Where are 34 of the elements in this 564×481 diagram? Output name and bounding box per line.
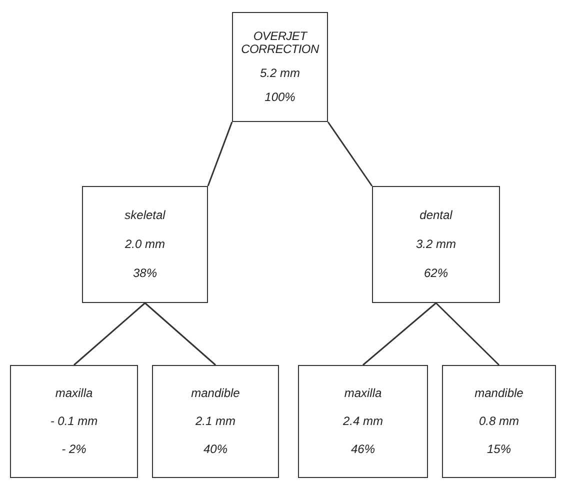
box-value: 2.1 mm [195, 414, 236, 428]
box-value: 0.8 mm [478, 414, 519, 428]
box-heading: mandible [191, 386, 240, 400]
connector-line [144, 302, 216, 366]
connector-line [207, 122, 233, 186]
box-value: 62% [424, 266, 448, 280]
box-heading: maxilla [55, 386, 93, 400]
process-box [152, 365, 279, 478]
box-value: 38% [132, 266, 158, 280]
process-box [372, 186, 500, 303]
box-value: 15% [486, 442, 512, 456]
connector-line [435, 302, 500, 366]
connector-line [327, 122, 373, 186]
box-value: - 0.1 mm [50, 414, 98, 428]
box-heading: maxilla [344, 386, 382, 400]
process-box [82, 186, 208, 303]
box-heading: mandible [474, 386, 524, 400]
process-box [10, 365, 138, 478]
process-box [298, 365, 428, 478]
box-value: 2.4 mm [342, 414, 383, 428]
process-box [232, 12, 328, 122]
box-value: 3.2 mm [416, 238, 456, 252]
box-heading: dental [420, 208, 452, 222]
box-value: - 2% [62, 442, 86, 456]
process-box [442, 365, 556, 478]
box-value: 100% [264, 91, 296, 104]
box-value: 40% [203, 442, 228, 456]
connector-line [74, 302, 146, 366]
connector-line [362, 302, 436, 366]
box-value: 5.2 mm [260, 67, 300, 80]
box-heading: OVERJET CORRECTION [240, 30, 320, 56]
box-heading: skeletal [124, 208, 166, 222]
box-value: 46% [350, 442, 376, 456]
box-value: 2.0 mm [124, 238, 165, 252]
